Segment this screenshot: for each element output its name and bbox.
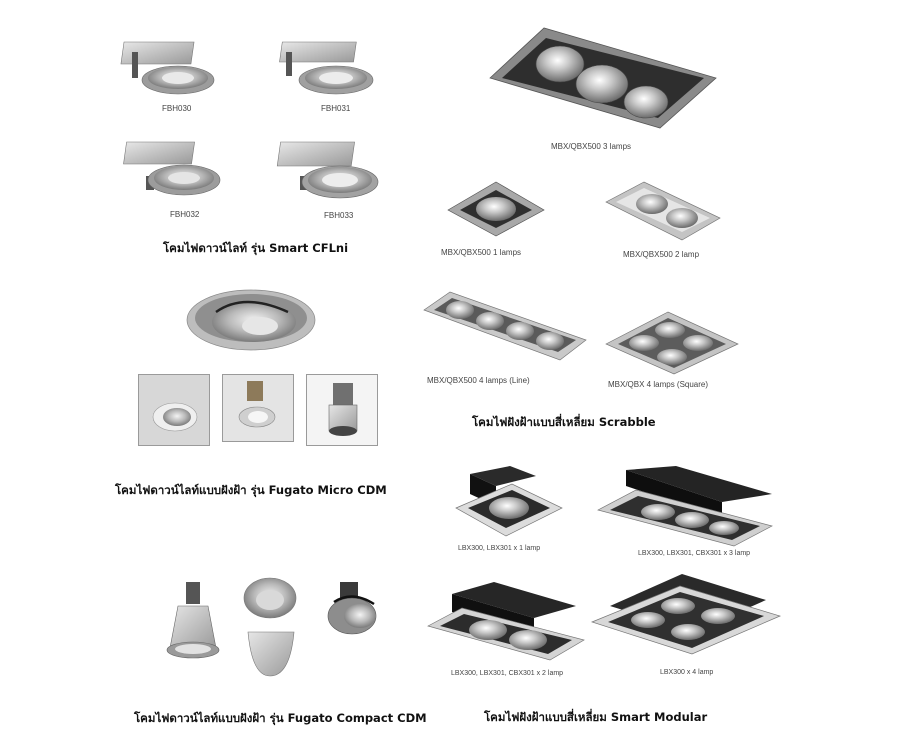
modular-box-image bbox=[590, 574, 782, 655]
recessed-box-image bbox=[423, 291, 587, 361]
recessed-box-image bbox=[447, 181, 545, 237]
product-label: LBX300, LBX301 x 1 lamp bbox=[458, 545, 541, 552]
modular-box-image bbox=[455, 466, 563, 537]
product-label: FBH030 bbox=[162, 104, 192, 113]
recessed-box-image bbox=[605, 181, 721, 241]
product-image-lbx-1-lamp bbox=[454, 464, 564, 538]
product-image-fbh033 bbox=[276, 132, 382, 208]
downlight-photo bbox=[238, 381, 276, 428]
product-image-mbx-4-lamps-square bbox=[604, 310, 740, 376]
product-label: FBH033 bbox=[324, 211, 354, 220]
product-image-fbh032 bbox=[123, 132, 224, 206]
product-label: MBX/QBX500 1 lamps bbox=[441, 248, 522, 257]
modular-box-image bbox=[597, 466, 773, 547]
section-heading-compact: โคมไฟดาวน์ไลท์แบบฝังฝ้า รุ่น Fugato Comp… bbox=[134, 711, 427, 725]
gimbal-downlight-image bbox=[186, 289, 316, 351]
downlight-image bbox=[279, 41, 374, 95]
downlight-image bbox=[276, 141, 379, 199]
product-label: MBX/QBX 4 lamps (Square) bbox=[608, 380, 709, 389]
product-image-fbh031 bbox=[278, 30, 378, 102]
product-image-lbx-3-lamp bbox=[596, 466, 774, 548]
product-label: FBH032 bbox=[170, 210, 200, 219]
product-photo-micro-3 bbox=[306, 374, 378, 446]
product-label: MBX/QBX500 3 lamps bbox=[551, 142, 632, 151]
recessed-box-image bbox=[489, 27, 717, 129]
product-label: LBX300, LBX301, CBX301 x 2 lamp bbox=[451, 670, 564, 677]
modular-box-image bbox=[427, 582, 585, 661]
product-image-lbx-2-lamp bbox=[426, 582, 586, 662]
product-image-mbx-4-lamps-line bbox=[422, 290, 588, 362]
section-heading-modular: โคมไฟฝังฝ้าแบบสี่เหลี่ยม Smart Modular bbox=[484, 710, 708, 724]
section-heading-cflni: โคมไฟดาวน์ไลท์ รุ่น Smart CFLni bbox=[163, 241, 349, 255]
recessed-box-image bbox=[605, 311, 739, 375]
section-heading-micro: โคมไฟดาวน์ไลท์แบบฝังฝ้า รุ่น Fugato Micr… bbox=[115, 483, 387, 497]
downlight-image bbox=[123, 141, 221, 196]
section-heading-scrabble: โคมไฟฝังฝ้าแบบสี่เหลี่ยม Scrabble bbox=[472, 415, 656, 429]
downlight-photo bbox=[152, 402, 198, 432]
product-label: MBX/QBX500 2 lamp bbox=[623, 250, 700, 259]
product-label: LBX300, LBX301, CBX301 x 3 lamp bbox=[638, 550, 751, 557]
product-label: FBH031 bbox=[321, 104, 351, 113]
product-image-mbx-2-lamp bbox=[604, 180, 722, 242]
product-photo-micro-2 bbox=[222, 374, 294, 442]
product-image-fugato-micro-main bbox=[184, 288, 318, 354]
product-label: MBX/QBX500 4 lamps (Line) bbox=[427, 376, 530, 385]
product-image-mbx-1-lamp bbox=[446, 180, 546, 238]
product-photo-micro-1 bbox=[138, 374, 210, 446]
downlight-photo bbox=[328, 383, 358, 436]
compact-downlight-image bbox=[166, 577, 377, 677]
product-label: LBX300 x 4 lamp bbox=[660, 669, 714, 676]
downlight-image bbox=[120, 41, 215, 95]
product-image-fugato-compact bbox=[164, 576, 404, 678]
product-image-lbx-4-lamp bbox=[590, 572, 782, 656]
product-image-mbx-3-lamps bbox=[488, 26, 718, 130]
product-image-fbh030 bbox=[120, 28, 218, 100]
